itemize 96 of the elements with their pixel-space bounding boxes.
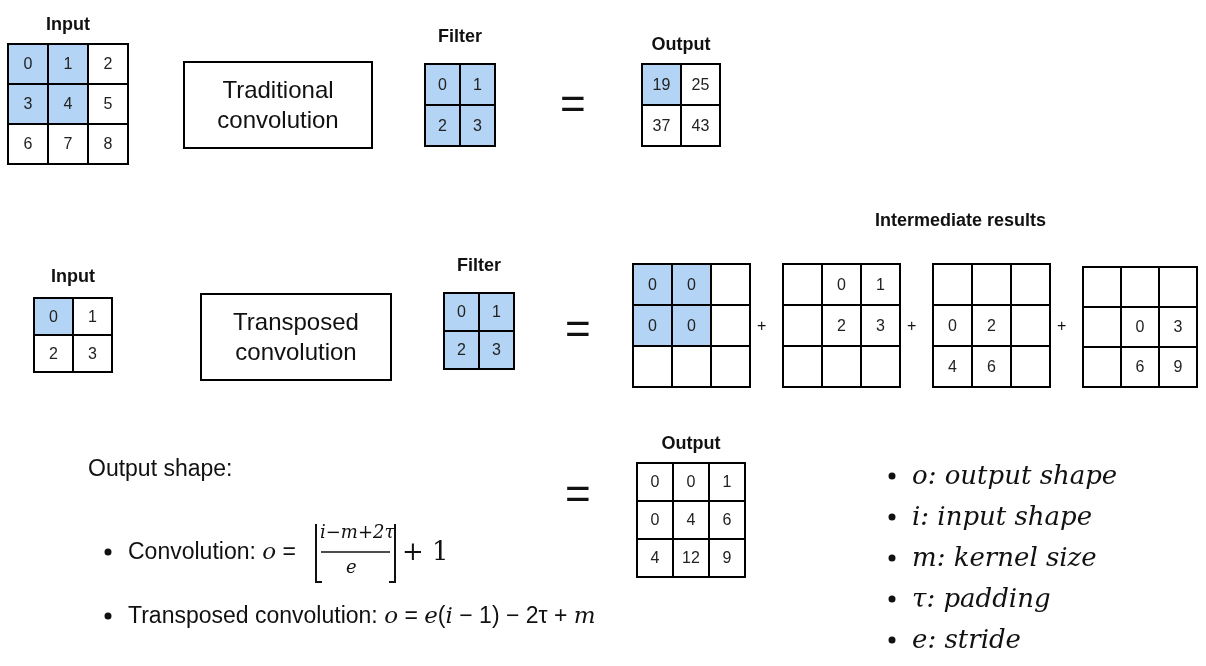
matrix-cell: 8 — [89, 125, 127, 163]
matrix-cell: 7 — [49, 125, 87, 163]
matrix-cell: 1 — [480, 294, 513, 330]
matrix-cell: 1 — [461, 65, 494, 104]
matrix-cell: 2 — [35, 336, 72, 371]
grid-title: Filter — [438, 25, 482, 47]
matrix-cell: 5 — [89, 85, 127, 123]
matrix-cell: 2 — [973, 306, 1010, 345]
matrix-cell: 6 — [973, 347, 1010, 386]
matrix-cell: 12 — [674, 540, 708, 576]
matrix-cell: 9 — [710, 540, 744, 576]
definition-item: e: stride — [912, 624, 1021, 656]
process-box: Traditional convolution — [183, 61, 373, 149]
grid-title: Output — [661, 432, 721, 454]
matrix-cell: 6 — [710, 502, 744, 538]
empty-matrix-cell — [1084, 308, 1120, 346]
empty-matrix-cell — [712, 306, 749, 345]
empty-matrix-cell — [973, 265, 1010, 304]
matrix-cell: 19 — [643, 65, 680, 104]
equals-sign: = — [560, 78, 586, 130]
definition-item: i: input shape — [912, 501, 1093, 533]
plus-sign: + — [1057, 316, 1067, 336]
matrix-cell: 6 — [1122, 348, 1158, 386]
matrix-cell: 2 — [426, 106, 459, 145]
empty-matrix-cell — [712, 347, 749, 386]
matrix-cell: 3 — [862, 306, 899, 345]
matrix-cell: 3 — [480, 332, 513, 368]
matrix-cell: 4 — [638, 540, 672, 576]
matrix-cell: 0 — [35, 299, 72, 334]
matrix-cell: 0 — [1122, 308, 1158, 346]
empty-matrix-cell — [784, 265, 821, 304]
empty-matrix-cell — [673, 347, 710, 386]
empty-matrix-cell — [823, 347, 860, 386]
matrix-cell: 1 — [74, 299, 111, 334]
empty-matrix-cell — [712, 265, 749, 304]
matrix-cell: 4 — [674, 502, 708, 538]
matrix-cell: 0 — [9, 45, 47, 83]
empty-matrix-cell — [1160, 268, 1196, 306]
empty-matrix-cell — [934, 265, 971, 304]
matrix-cell: 3 — [9, 85, 47, 123]
matrix-cell: 25 — [682, 65, 719, 104]
matrix-cell: 4 — [934, 347, 971, 386]
grid-title: Filter — [457, 254, 501, 276]
matrix-cell: 0 — [823, 265, 860, 304]
empty-matrix-cell — [1012, 347, 1049, 386]
matrix-cell: 0 — [674, 464, 708, 500]
empty-matrix-cell — [784, 347, 821, 386]
matrix-cell: 4 — [49, 85, 87, 123]
matrix-cell: 3 — [461, 106, 494, 145]
empty-matrix-cell — [1084, 348, 1120, 386]
matrix-cell: 3 — [1160, 308, 1196, 346]
matrix-cell: 2 — [89, 45, 127, 83]
matrix-cell: 0 — [673, 306, 710, 345]
equals-sign: = — [565, 303, 591, 355]
matrix-cell: 2 — [823, 306, 860, 345]
definition-item: m: kernel size — [912, 542, 1097, 574]
definition-item: o: output shape — [912, 460, 1118, 492]
matrix-cell: 0 — [634, 265, 671, 304]
empty-matrix-cell — [1122, 268, 1158, 306]
convolution-formula: Convolution: o = — [128, 538, 296, 566]
grid-title: Output — [651, 33, 711, 55]
empty-matrix-cell — [1012, 306, 1049, 345]
plus-sign: + — [907, 316, 917, 336]
matrix-cell: 0 — [638, 502, 672, 538]
formula-term: + 1 — [402, 536, 449, 568]
formula-heading: Output shape: — [88, 455, 233, 483]
matrix-cell: 0 — [426, 65, 459, 104]
matrix-cell: 1 — [862, 265, 899, 304]
plus-sign: + — [757, 316, 767, 336]
equals-sign: = — [565, 468, 591, 520]
empty-matrix-cell — [784, 306, 821, 345]
transposed-formula: Transposed convolution: o = e(i − 1) − 2τ + m — [128, 602, 596, 630]
section-heading: Intermediate results — [875, 210, 1047, 232]
empty-matrix-cell — [634, 347, 671, 386]
grid-title: Input — [51, 265, 95, 287]
matrix-cell: 1 — [710, 464, 744, 500]
matrix-cell: 0 — [934, 306, 971, 345]
matrix-cell: 0 — [445, 294, 478, 330]
fraction-numerator: i−m+2τ — [320, 521, 395, 543]
empty-matrix-cell — [1012, 265, 1049, 304]
matrix-cell: 0 — [634, 306, 671, 345]
matrix-cell: 43 — [682, 106, 719, 145]
matrix-cell: 3 — [74, 336, 111, 371]
fraction-denominator: e — [346, 556, 357, 579]
process-box: Transposed convolution — [200, 293, 392, 381]
grid-title: Input — [46, 13, 90, 35]
matrix-cell: 37 — [643, 106, 680, 145]
definition-item: τ: padding — [912, 583, 1051, 615]
matrix-cell: 0 — [638, 464, 672, 500]
empty-matrix-cell — [862, 347, 899, 386]
matrix-cell: 6 — [9, 125, 47, 163]
matrix-cell: 1 — [49, 45, 87, 83]
matrix-cell: 9 — [1160, 348, 1196, 386]
matrix-cell: 0 — [673, 265, 710, 304]
empty-matrix-cell — [1084, 268, 1120, 306]
matrix-cell: 2 — [445, 332, 478, 368]
